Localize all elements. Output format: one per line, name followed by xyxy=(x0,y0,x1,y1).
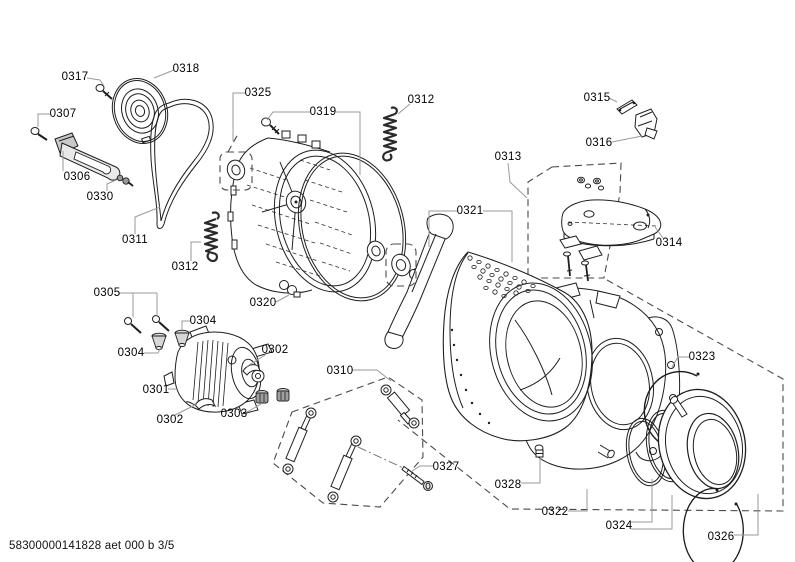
callout-0330: 0330 xyxy=(86,191,114,203)
counterweight-plate xyxy=(561,199,662,247)
callout-0317: 0317 xyxy=(61,71,89,83)
callout-0324: 0324 xyxy=(605,520,633,532)
callout-0313: 0313 xyxy=(494,151,522,163)
drum-spider-arm xyxy=(384,213,454,349)
pulley-screw xyxy=(95,84,113,100)
door-seal xyxy=(657,388,747,500)
callout-0323: 0323 xyxy=(688,351,716,363)
drive-pulley xyxy=(111,78,169,144)
shock-absorbers xyxy=(282,384,420,503)
counterweight-washers xyxy=(577,176,605,191)
callout-0316: 0316 xyxy=(585,137,613,149)
suspension-spring-left xyxy=(203,211,220,263)
callout-0318: 0318 xyxy=(172,63,200,75)
leader-lines xyxy=(37,69,759,536)
counterweight-pads xyxy=(559,235,603,261)
callout-0328: 0328 xyxy=(494,479,522,491)
document-code: 58300000141828 aet 000 b 3/5 xyxy=(9,540,175,552)
drum-edge-dots xyxy=(450,328,491,425)
drum-perforations xyxy=(467,255,536,298)
tub-clamp-ring xyxy=(297,152,407,302)
callout-0301: 0301 xyxy=(142,384,170,396)
callout-0303: 0303 xyxy=(220,408,248,420)
callout-0322: 0322 xyxy=(541,506,569,518)
shock-absorber xyxy=(380,384,420,429)
drive-belt xyxy=(150,98,214,229)
callout-0304-upper: 0304 xyxy=(189,315,217,327)
motor-clips xyxy=(185,364,261,410)
tub-grommet-dashed xyxy=(219,133,253,191)
callout-0315: 0315 xyxy=(583,92,611,104)
element-clamp xyxy=(116,174,134,187)
tub-bearing-grommet xyxy=(366,240,386,262)
caps xyxy=(255,388,290,404)
suspension-spring-top xyxy=(382,106,398,162)
callout-0320: 0320 xyxy=(249,297,277,309)
long-screw xyxy=(401,465,433,491)
callout-0311: 0311 xyxy=(122,234,148,246)
motor-screws xyxy=(124,315,170,334)
callout-0304-lower: 0304 xyxy=(117,347,145,359)
left-screw xyxy=(30,127,48,141)
damper-cones xyxy=(151,329,190,350)
shock-absorber xyxy=(282,407,317,475)
tub-bolt xyxy=(534,444,544,458)
callout-0314: 0314 xyxy=(655,237,683,249)
heating-element xyxy=(54,132,121,181)
motor xyxy=(163,325,273,415)
tub-front-half xyxy=(227,130,377,294)
callout-0302-right: 0302 xyxy=(261,344,289,356)
callout-0310: 0310 xyxy=(326,365,354,377)
callout-0326: 0326 xyxy=(707,531,735,543)
callout-0312-top: 0312 xyxy=(407,94,435,106)
callout-0319: 0319 xyxy=(309,106,337,118)
callout-0321: 0321 xyxy=(456,205,484,217)
callout-0305: 0305 xyxy=(93,287,121,299)
drum xyxy=(442,251,593,442)
tub-mount-screw xyxy=(261,117,280,135)
brace-block xyxy=(634,108,658,140)
brace-bracket xyxy=(616,99,638,115)
seal-retainer-ring xyxy=(682,487,744,562)
counterweight-kit-outline xyxy=(527,162,622,279)
spider-grommet-dashed xyxy=(385,243,417,287)
tub-foot xyxy=(279,280,301,298)
shock-absorber xyxy=(327,435,362,503)
callout-0325: 0325 xyxy=(244,87,272,99)
callout-0307: 0307 xyxy=(49,108,77,120)
callout-0302-lower: 0302 xyxy=(156,414,184,426)
callout-0327: 0327 xyxy=(432,461,460,473)
callout-0312-left: 0312 xyxy=(171,261,199,273)
counterweight-screws xyxy=(563,251,591,282)
callout-0306: 0306 xyxy=(63,171,91,183)
